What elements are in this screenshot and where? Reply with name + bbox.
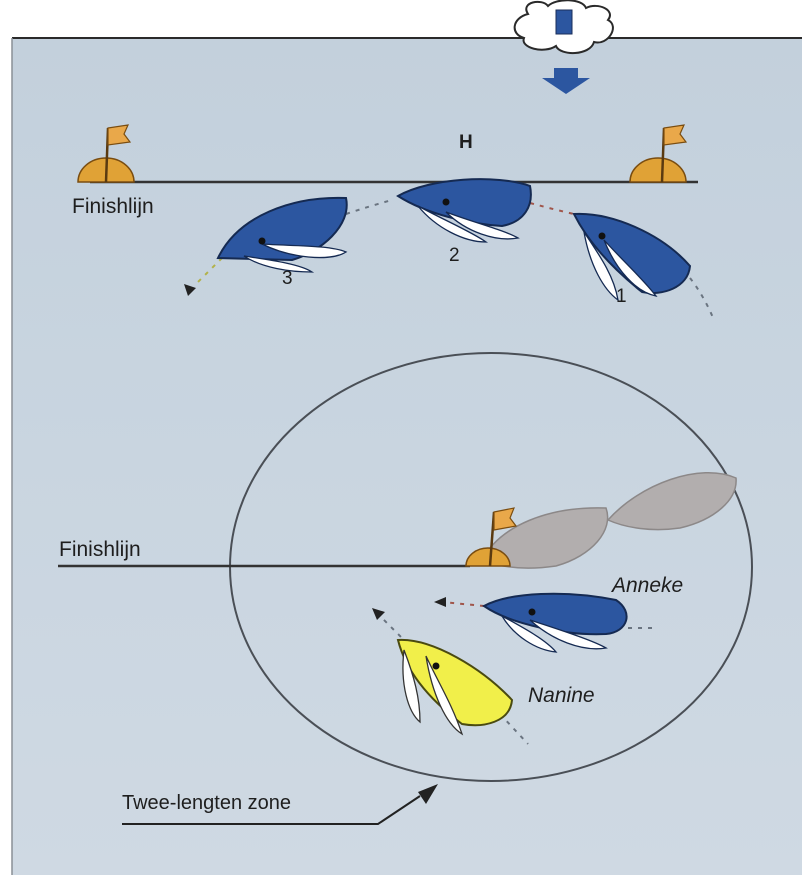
flag-h-label: H	[459, 132, 473, 154]
finish-line-bottom-label: Finishlijn	[59, 538, 141, 562]
water-area	[12, 38, 802, 875]
boat-anneke-label: Anneke	[612, 574, 683, 598]
boat-number-1: 1	[616, 286, 627, 308]
finish-line-top-label: Finishlijn	[72, 195, 154, 219]
boat-number-2: 2	[449, 245, 460, 267]
boat-nanine-label: Nanine	[528, 684, 595, 708]
boat-number-3: 3	[282, 268, 293, 290]
zone-label: Twee-lengten zone	[122, 792, 291, 815]
